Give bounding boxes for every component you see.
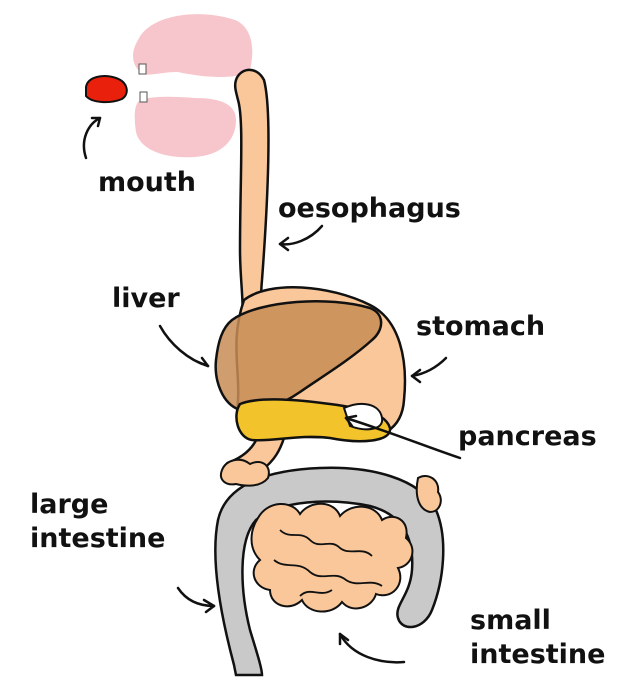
small-intestine-label: small intestine xyxy=(470,604,605,672)
large-intestine-label-line-1: large xyxy=(30,488,165,522)
large-intestine-label-line-2: intestine xyxy=(30,522,165,556)
small-intestine-label-line-2: intestine xyxy=(470,638,605,672)
stomach-label: stomach xyxy=(416,310,545,344)
oesophagus-label: oesophagus xyxy=(278,192,461,226)
large-intestine-label: large intestine xyxy=(30,488,165,556)
oesophagus-tube xyxy=(235,70,268,320)
tongue xyxy=(86,76,127,102)
liver-label: liver xyxy=(112,282,180,316)
liver-arrow xyxy=(160,326,208,366)
oesophagus-arrow xyxy=(280,226,322,244)
pancreas-label: pancreas xyxy=(458,420,597,454)
mouth-label: mouth xyxy=(98,166,196,200)
small-intestine-label-line-1: small xyxy=(470,604,605,638)
small-intestine-arrow xyxy=(340,634,404,662)
